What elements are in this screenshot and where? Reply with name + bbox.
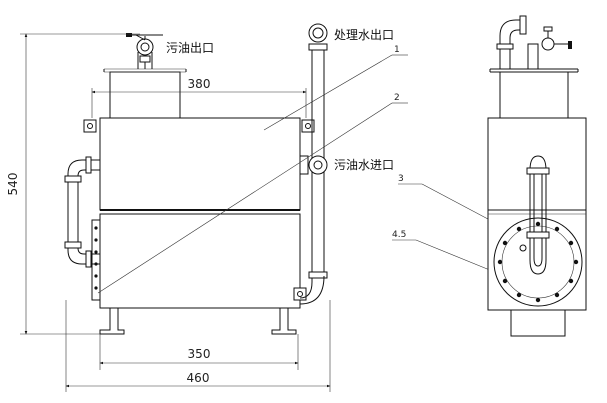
part-number-2: 2 <box>394 93 400 103</box>
part-number-3: 3 <box>398 174 404 184</box>
side-bottom-neck <box>510 309 566 337</box>
internal-u-pipe <box>526 155 550 275</box>
tank-lower-body <box>99 213 301 309</box>
tank-upper-body <box>99 117 301 211</box>
side-upper-body <box>487 117 587 211</box>
label-treated-water-outlet: 处理水出口 <box>334 28 394 42</box>
side-flange <box>91 219 101 301</box>
label-oily-water-inlet: 污油水进口 <box>334 158 394 172</box>
side-top-neck <box>499 71 569 119</box>
lifting-lug-lower-right <box>293 287 307 301</box>
left-side-pipe <box>64 156 100 268</box>
side-view <box>487 15 587 337</box>
label-oil-outlet: 污油出口 <box>166 41 214 55</box>
part-number-1: 1 <box>394 45 400 55</box>
flange-bolts <box>497 221 579 303</box>
oil-outlet-valve <box>126 33 163 69</box>
dimension-lines <box>20 33 331 392</box>
part-number-4-5: 4.5 <box>392 230 406 240</box>
manhole-flange <box>493 217 583 307</box>
sight-port <box>519 244 527 252</box>
lifting-lug-right <box>301 119 315 133</box>
front-view <box>64 23 328 335</box>
dim-base-width: 350 <box>188 347 211 361</box>
lifting-lug-left <box>83 119 97 133</box>
dim-overall-width: 460 <box>187 371 210 385</box>
dim-height: 540 <box>6 173 20 196</box>
top-hopper <box>109 71 181 119</box>
dim-top-width: 380 <box>188 77 211 91</box>
oily-water-inlet-fitting <box>299 155 328 175</box>
